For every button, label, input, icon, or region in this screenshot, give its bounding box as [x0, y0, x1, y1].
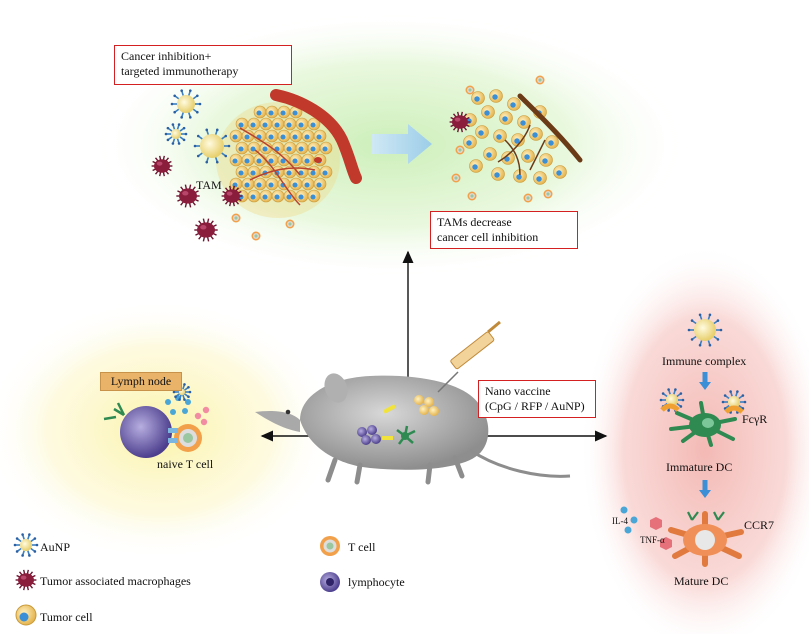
aunp-icon [170, 89, 202, 119]
t-cell-icon [523, 193, 533, 203]
macrophage-icon [176, 184, 200, 208]
aunp-icon [164, 123, 188, 145]
naive-t-cell-label: naive T cell [157, 457, 214, 471]
il4-label: IL-4 [612, 516, 628, 526]
macrophage-icon [15, 569, 37, 591]
lymph-node-label: Lymph node [100, 372, 182, 391]
mouse-lymphocyte-cluster [357, 425, 381, 445]
tam-label: TAM [196, 178, 222, 192]
macrophage-icon [151, 155, 173, 177]
macrophage-icon [194, 218, 218, 242]
dc-arrow-2 [699, 490, 711, 498]
legend-label-lymphocyte: lymphocyte [348, 575, 405, 589]
t-cell-icon [455, 145, 465, 155]
t-cell-icon [285, 219, 295, 229]
legend-label-macrophage: Tumor associated macrophages [40, 574, 191, 588]
immature-dc-label: Immature DC [666, 460, 733, 474]
t-cell-icon [465, 85, 475, 95]
legend-label-aunp: AuNP [40, 540, 71, 554]
legend-tumor-cell-icon [15, 604, 37, 626]
legend-macrophage-icon [15, 569, 37, 591]
syringe-icon [437, 320, 501, 393]
nano-vaccine-line-2: (CpG / RFP / AuNP) [485, 399, 585, 413]
immune-complex-aunp-icon [687, 313, 723, 347]
cancer-inhibition-line-2: targeted immunotherapy [121, 64, 239, 78]
mature-dc-icon [668, 511, 744, 567]
tumor-mass-right [463, 89, 583, 185]
nano-vaccine-box: Nano vaccine (CpG / RFP / AuNP) [478, 380, 596, 418]
tnfa-label: TNF-α [640, 535, 665, 545]
immune-complex-label: Immune complex [662, 354, 747, 368]
macrophage-icon [221, 185, 243, 207]
t-cell-icon [535, 75, 545, 85]
t-cell-icon [467, 191, 477, 201]
t-cell-icon [251, 231, 261, 241]
progression-arrow [372, 124, 432, 164]
mature-dc-label: Mature DC [674, 574, 729, 588]
antigen-presenting-cell [120, 406, 172, 458]
cancer-inhibition-box: Cancer inhibition+ targeted immunotherap… [114, 45, 292, 85]
t-cell-icon [451, 173, 461, 183]
mouse [255, 320, 571, 485]
blood-vessel-right [517, 93, 583, 163]
fcgr-label: FcγR [742, 412, 768, 426]
mouse-tumor-cluster [414, 395, 439, 416]
cancer-inhibition-line-1: Cancer inhibition+ [121, 49, 212, 63]
dc-arrow-1 [699, 382, 711, 390]
legend-lymphocyte-icon [320, 572, 340, 592]
t-cell-icon [543, 189, 553, 199]
blood-vessel-left [270, 89, 362, 184]
tams-decrease-line-2: cancer cell inhibition [437, 230, 539, 244]
tams-decrease-box: TAMs decrease cancer cell inhibition [430, 211, 578, 249]
legend-label-tumor-cell: Tumor cell [40, 610, 93, 624]
macrophage-icon [449, 111, 471, 133]
nano-vaccine-line-1: Nano vaccine [485, 384, 551, 398]
legend-t-cell-icon [320, 536, 340, 556]
legend-icons [13, 533, 340, 626]
aunp-icon [193, 128, 231, 164]
t-cell-icon [231, 213, 241, 223]
ccr7-label: CCR7 [744, 518, 775, 532]
tams-decrease-line-1: TAMs decrease [437, 215, 512, 229]
cytokine-dots [620, 506, 672, 550]
legend-label-t-cell: T cell [348, 540, 376, 554]
dc-maturation-scene [620, 313, 747, 567]
legend-aunp-icon [13, 533, 39, 557]
mouse-dendritic-cell [396, 425, 416, 445]
immature-dc-icon [669, 401, 737, 447]
lymph-node-scene [103, 383, 210, 458]
dc-maturation-background [580, 245, 809, 634]
